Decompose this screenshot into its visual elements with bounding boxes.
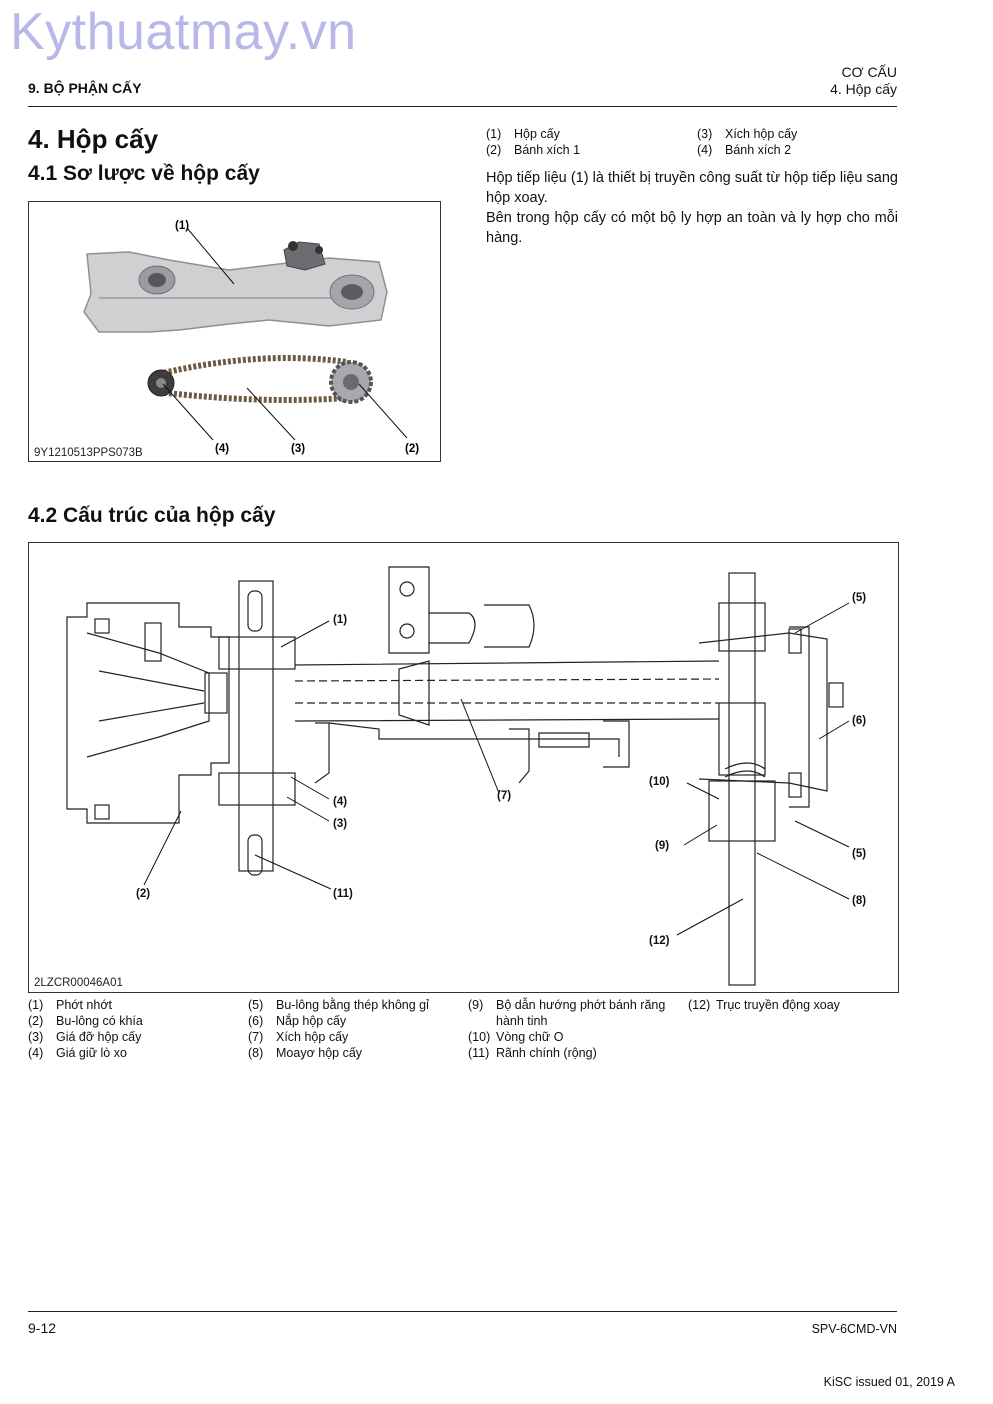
structure-diagram: (1) (2) (3) (4) (5) (5) (6) (7) (8) (9) … — [28, 542, 899, 993]
chapter-title: 9. BỘ PHẬN CẤY — [28, 80, 142, 96]
legend-diagram: (1)Phớt nhớt (2)Bu-lông có khía (3)Giá đ… — [28, 997, 898, 1063]
photo-callout-1: (1) — [175, 220, 189, 232]
legend-item: (3)Giá đỡ hộp cấy — [28, 1030, 142, 1044]
header-right-top: CƠ CẤU — [841, 64, 897, 80]
photo-figure: (1) (4) (3) (2) 9Y1210513PPS073B — [28, 201, 441, 462]
legend-item: (6)Nắp hộp cấy — [248, 1014, 347, 1028]
issue-note: KiSC issued 01, 2019 A — [823, 1375, 955, 1389]
diagram-callout-6: (6) — [852, 715, 866, 727]
diagram-callout-1: (1) — [333, 614, 347, 626]
section-title: 4. Hộp cấy — [28, 124, 159, 154]
photo-code: 9Y1210513PPS073B — [34, 447, 143, 459]
legend-item: (5)Bu-lông bằng thép không gỉ — [248, 998, 429, 1012]
legend-item: (8)Moayơ hộp cấy — [248, 1046, 363, 1060]
legend-item: (2)Bu-lông có khía — [28, 1014, 143, 1028]
diagram-callout-4: (4) — [333, 796, 347, 808]
legend-item: (4)Bánh xích 2 — [697, 143, 792, 157]
legend-item: (7)Xích hộp cấy — [248, 1030, 349, 1044]
legend-item: (3)Xích hộp cấy — [697, 127, 798, 141]
diagram-callout-11: (11) — [333, 888, 353, 900]
watermark: Kythuatmay.vn — [10, 3, 357, 61]
legend-item: (12)Trục truyền động xoay — [688, 998, 840, 1012]
diagram-callout-7: (7) — [497, 790, 511, 802]
legend-photo: (1)Hộp cấy (2)Bánh xích 1 (3)Xích hộp cấ… — [486, 126, 898, 160]
diagram-callout-12: (12) — [649, 935, 670, 947]
diagram-callout-10: (10) — [649, 776, 670, 788]
legend-item: (10)Vòng chữ O — [468, 1030, 564, 1044]
subsection-title-1: 4.1 Sơ lược về hộp cấy — [28, 162, 260, 185]
page-number: 9-12 — [28, 1320, 57, 1336]
diagram-callout-5a: (5) — [852, 592, 866, 604]
subsection-title-2: 4.2 Cấu trúc của hộp cấy — [28, 504, 276, 527]
feed-case-cross-section: (1) (2) (3) (4) (5) (5) (6) (7) (8) (9) … — [34, 566, 866, 989]
diagram-callout-5b: (5) — [852, 848, 866, 860]
footer-rule — [28, 1311, 897, 1312]
legend-item: (2)Bánh xích 1 — [486, 143, 581, 157]
legend-item: (11)Rãnh chính (rộng) — [468, 1046, 597, 1060]
diagram-callout-2: (2) — [136, 888, 150, 900]
document-code: SPV-6CMD-VN — [811, 1322, 897, 1336]
header-right-bottom: 4. Hộp cấy — [830, 81, 897, 97]
photo-callout-3: (3) — [291, 443, 305, 455]
legend-item: (9)Bộ dẫn hướng phớt bánh răng hành tinh — [468, 998, 666, 1028]
description-paragraph: Hộp tiếp liệu (1) là thiết bị truyền côn… — [486, 170, 898, 206]
header-right: CƠ CẤU 4. Hộp cấy — [830, 64, 897, 98]
header-rule — [28, 106, 897, 107]
description-paragraph: Bên trong hộp cấy có một bộ ly hợp an to… — [486, 210, 898, 246]
photo-callout-2: (2) — [405, 443, 419, 455]
legend-item: (1)Hộp cấy — [486, 127, 560, 141]
diagram-callout-3: (3) — [333, 818, 347, 830]
legend-item: (1)Phớt nhớt — [28, 998, 113, 1012]
diagram-callout-9: (9) — [655, 840, 669, 852]
diagram-code: 2LZCR00046A01 — [34, 977, 123, 989]
feed-case-photo: (1) (4) (3) (2) 9Y1210513PPS073B — [34, 220, 419, 459]
photo-callout-4: (4) — [215, 443, 229, 455]
diagram-callout-8: (8) — [852, 895, 866, 907]
description: Hộp tiếp liệu (1) là thiết bị truyền côn… — [486, 168, 898, 248]
legend-item: (4)Giá giữ lò xo — [28, 1046, 127, 1060]
